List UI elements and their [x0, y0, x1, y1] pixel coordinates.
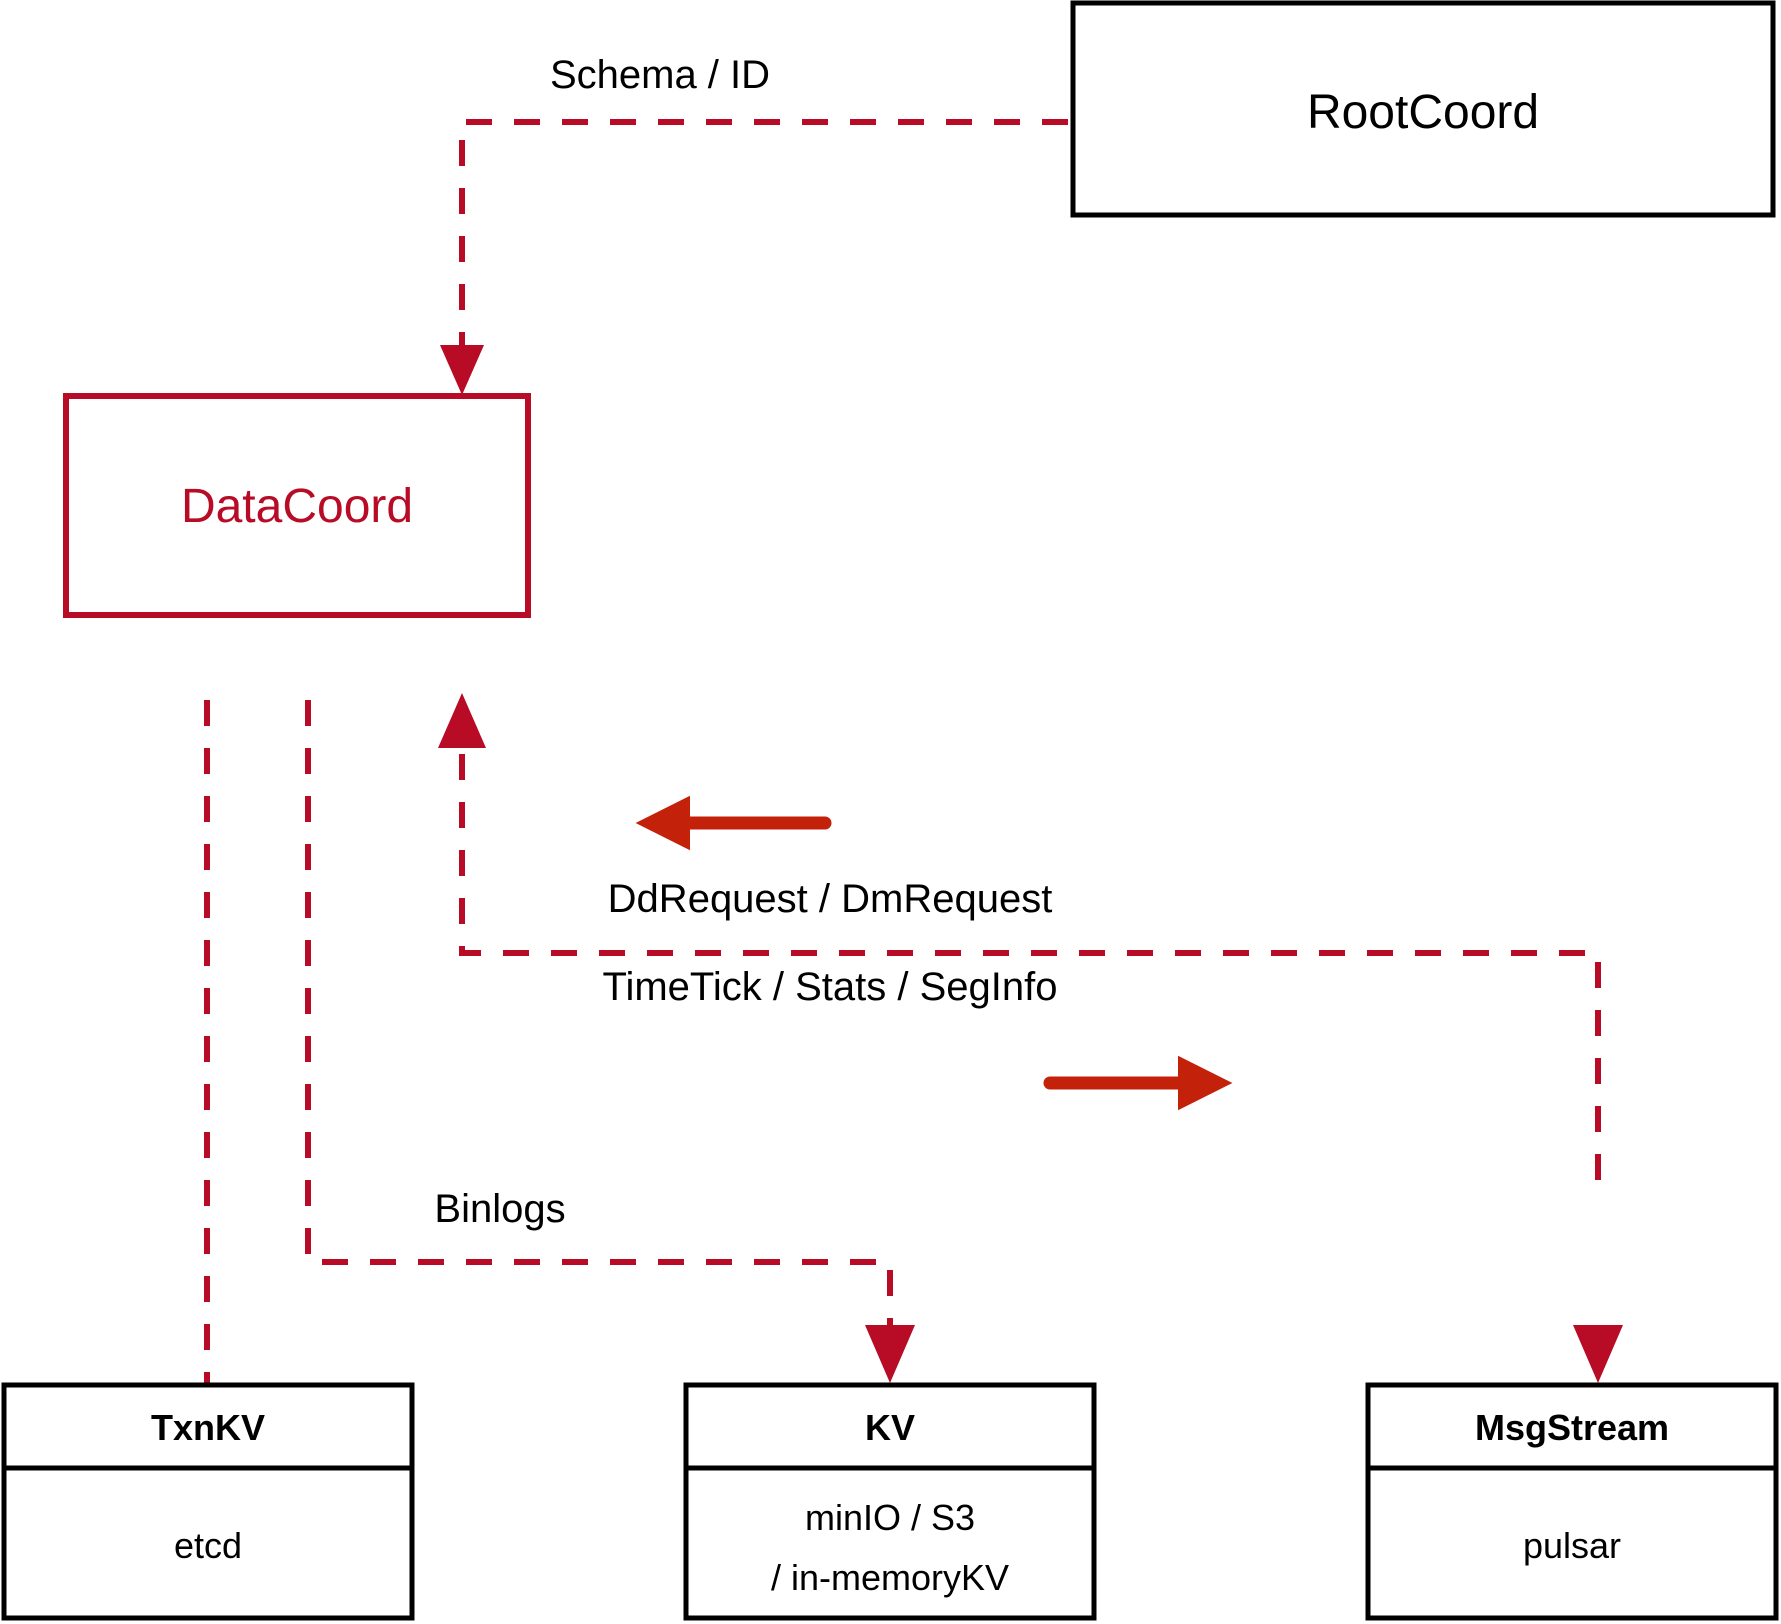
edge-binlogs: Binlogs	[305, 700, 915, 1383]
node-rootcoord-box[interactable]	[1070, 0, 1776, 218]
edge-label-binlogs: Binlogs	[434, 1187, 565, 1231]
edge-label-schema-id: Schema / ID	[550, 53, 770, 97]
node-txnkv-body-line-0: etcd	[174, 1525, 242, 1566]
node-kv[interactable]: KV minIO / S3 / in-memoryKV	[683, 1382, 1097, 1621]
node-msgstream-header: MsgStream	[1475, 1407, 1669, 1448]
edge-schema-id-path	[459, 119, 1068, 372]
edge-label-ddrequest-dmrequest: DdRequest / DmRequest	[608, 877, 1053, 921]
node-rootcoord[interactable]: RootCoord	[1070, 0, 1776, 218]
node-msgstream-box[interactable]	[1365, 1382, 1779, 1621]
node-txnkv[interactable]: TxnKV etcd	[1, 1382, 415, 1621]
node-msgstream-body-line-0: pulsar	[1523, 1525, 1621, 1566]
node-kv-header: KV	[865, 1407, 915, 1448]
edge-binlogs-arrowhead	[865, 1325, 915, 1383]
node-txnkv-box[interactable]	[1, 1382, 415, 1621]
edge-schema-id-arrowhead	[440, 345, 484, 395]
edge-ddrequest-dmrequest	[438, 693, 1623, 1383]
node-kv-box[interactable]	[683, 1382, 1097, 1621]
edge-msgstream-arrowhead	[1573, 1325, 1623, 1383]
edge-label-timetick-stats-seginfo: TimeTick / Stats / SegInfo	[603, 965, 1058, 1009]
node-kv-body-line-1: / in-memoryKV	[771, 1557, 1009, 1598]
edge-schema-id: Schema / ID	[440, 53, 1068, 395]
node-datacoord-rect[interactable]	[63, 393, 531, 618]
node-datacoord-label: DataCoord	[181, 480, 413, 533]
edge-msgstream-datacoord-arrowhead	[438, 693, 486, 748]
node-kv-body-line-0: minIO / S3	[805, 1497, 975, 1538]
edge-binlogs-path	[305, 700, 893, 1345]
edge-msgstream-datacoord-path	[459, 720, 1601, 1180]
node-msgstream[interactable]: MsgStream pulsar	[1365, 1382, 1779, 1621]
node-rootcoord-label: RootCoord	[1307, 86, 1539, 139]
node-txnkv-header: TxnKV	[151, 1407, 265, 1448]
node-datacoord[interactable]: DataCoord	[63, 393, 531, 618]
